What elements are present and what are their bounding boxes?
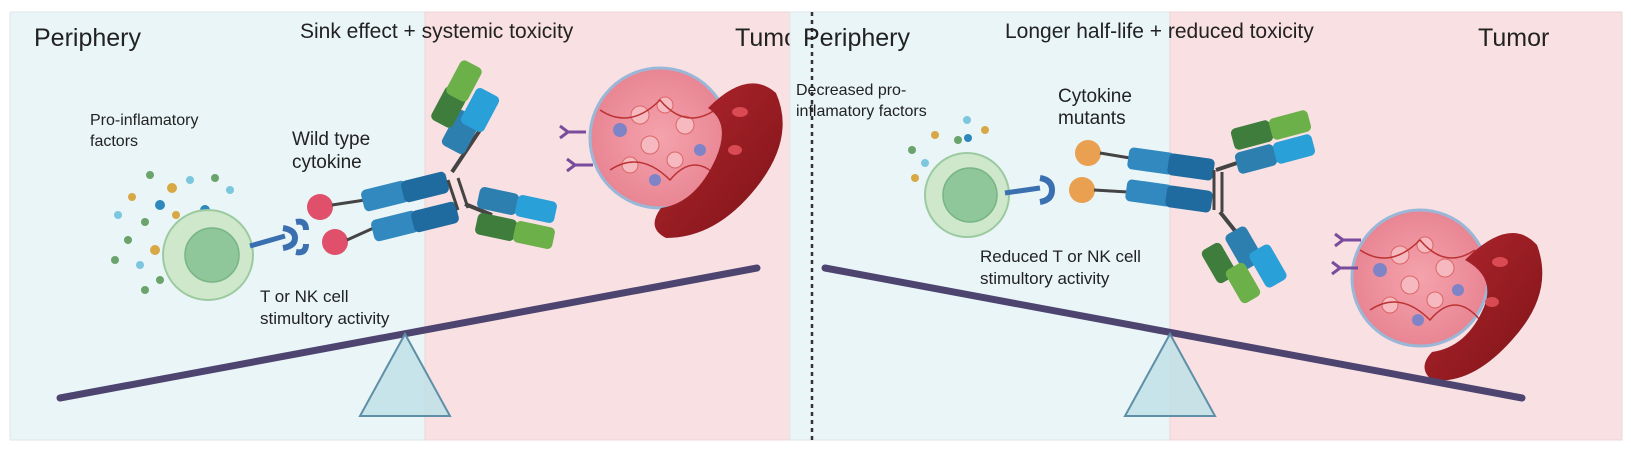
left-cell-label-line1: T or NK cell bbox=[260, 287, 349, 306]
left-factors-label-line1: Pro-inflamatory bbox=[90, 112, 198, 129]
left-factors-label-line2: factors bbox=[90, 133, 138, 150]
right-cytokine-label-line2: mutants bbox=[1058, 108, 1126, 129]
right-t-nk-cell-icon bbox=[924, 152, 1056, 238]
left-tumor-mass-icon bbox=[559, 66, 732, 210]
right-cytokine-label-line1: Cytokine bbox=[1058, 86, 1132, 107]
right-tumor-label: Tumor bbox=[1478, 24, 1549, 52]
left-blood-vessel-icon bbox=[654, 83, 783, 238]
left-receptor-icon bbox=[295, 218, 309, 256]
right-tumor-mass-icon bbox=[1331, 208, 1490, 348]
left-antibody-fusion-icon bbox=[361, 60, 557, 249]
left-periphery-label: Periphery bbox=[34, 24, 141, 52]
right-panel: Periphery Tumor Longer half-life + reduc… bbox=[789, 11, 1623, 441]
left-title: Sink effect + systemic toxicity bbox=[300, 20, 574, 43]
right-title: Longer half-life + reduced toxicity bbox=[1005, 20, 1314, 43]
left-cytokine-label-line1: Wild type bbox=[292, 129, 370, 150]
left-cytokine-label-line2: cytokine bbox=[292, 152, 362, 173]
right-cell-label-line2: stimultory activity bbox=[980, 269, 1110, 288]
right-factors-label-line1: Decreased pro- bbox=[796, 82, 906, 99]
left-panel: Periphery Tumor Sink effect + systemic t… bbox=[9, 11, 809, 441]
right-periphery-label: Periphery bbox=[803, 24, 910, 52]
left-seesaw-icon bbox=[56, 264, 761, 417]
right-antibody-fusion-icon bbox=[1125, 110, 1316, 304]
right-blood-vessel-icon bbox=[1424, 233, 1543, 381]
right-cytokine-mutant-icon bbox=[1069, 140, 1131, 203]
right-seesaw-icon bbox=[821, 264, 1526, 417]
left-cell-label-line2: stimultory activity bbox=[260, 309, 390, 328]
right-cell-label-line1: Reduced T or NK cell bbox=[980, 247, 1141, 266]
right-factors-label-line2: inflamatory factors bbox=[796, 103, 927, 120]
left-t-nk-cell-icon bbox=[162, 209, 299, 301]
